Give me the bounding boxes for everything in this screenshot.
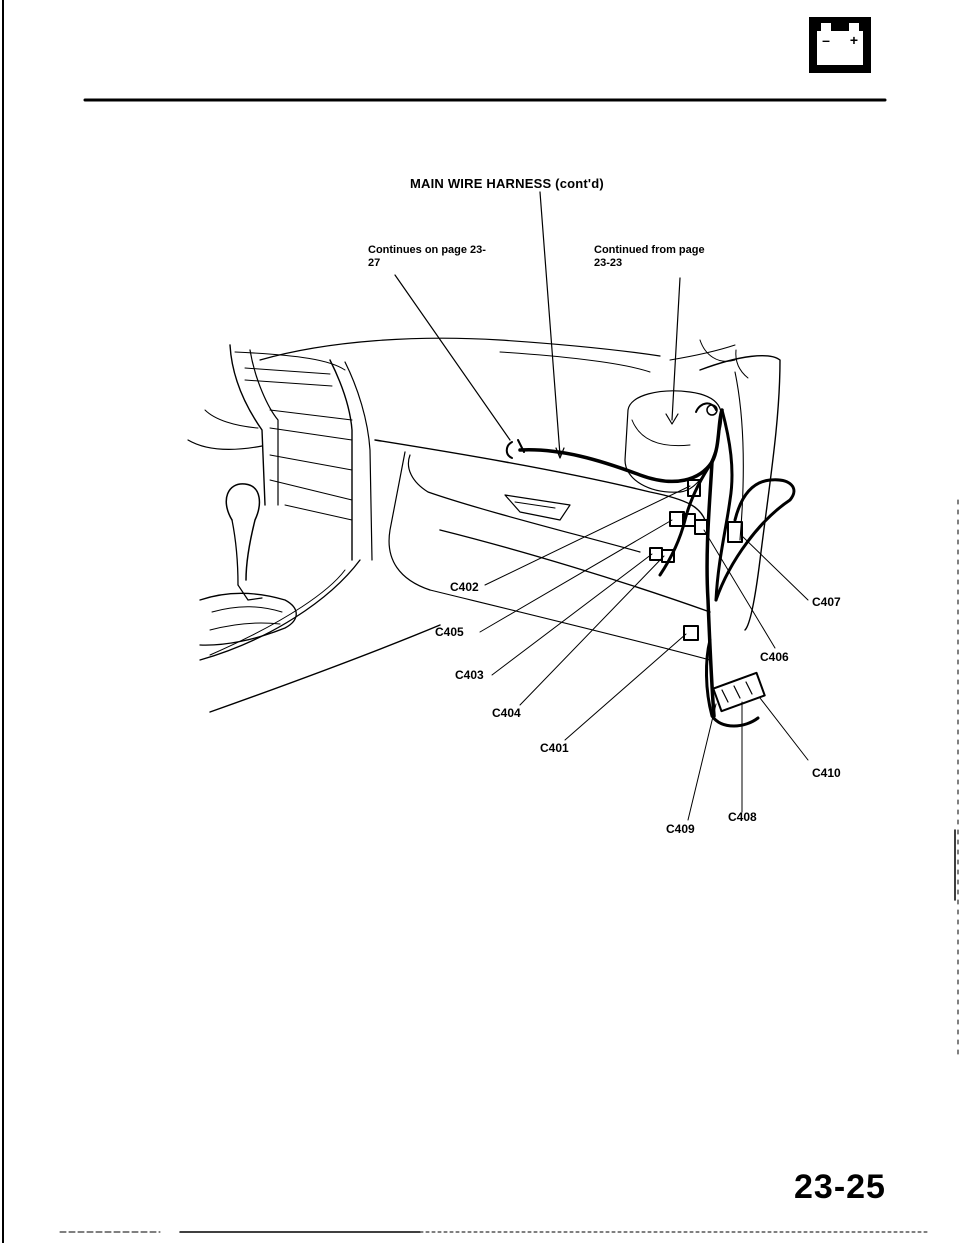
connector-box-c404 xyxy=(661,549,675,563)
kick-panel xyxy=(699,355,781,631)
leader-title xyxy=(539,191,561,456)
connector-label-c407: C407 xyxy=(812,595,841,609)
glove-box xyxy=(374,439,706,521)
harness-clamp xyxy=(695,402,717,413)
glove-box-handle xyxy=(504,494,571,521)
connector-label-c409: C409 xyxy=(666,822,695,836)
page-number: 23-25 xyxy=(794,1168,886,1206)
connector-box-c410 xyxy=(712,671,766,713)
harness-left-end xyxy=(505,439,525,459)
connector-label-c408: C408 xyxy=(728,810,757,824)
connector-label-c402: C402 xyxy=(450,580,479,594)
connector-box-c405 xyxy=(669,511,685,527)
connector-label-c401: C401 xyxy=(540,741,569,755)
gear-shift-knob xyxy=(225,483,261,581)
connector-box-c401 xyxy=(683,625,699,641)
connector-label-c406: C406 xyxy=(760,650,789,664)
leader-continues-on xyxy=(394,274,511,441)
connector-label-c404: C404 xyxy=(492,706,521,720)
connector-box-c402 xyxy=(687,479,701,497)
svg-text:–: – xyxy=(822,32,830,48)
center-console xyxy=(229,344,266,506)
leader-continued-from xyxy=(671,277,681,421)
console-lower xyxy=(199,559,361,661)
harness-wire xyxy=(518,408,724,484)
continues-on-note: Continues on page 23-27 xyxy=(368,244,486,269)
connector-box-c406 xyxy=(694,519,708,535)
svg-text:+: + xyxy=(850,32,858,48)
connector-box-c407 xyxy=(727,521,743,543)
continued-from-note: Continued from page 23-23 xyxy=(594,244,705,269)
connector-label-c403: C403 xyxy=(455,668,484,682)
connector-label-c410: C410 xyxy=(812,766,841,780)
connector-label-c405: C405 xyxy=(435,625,464,639)
battery-icon: – + xyxy=(807,15,873,75)
dashboard-top xyxy=(259,337,661,361)
diagram-title: MAIN WIRE HARNESS (cont'd) xyxy=(410,176,604,191)
